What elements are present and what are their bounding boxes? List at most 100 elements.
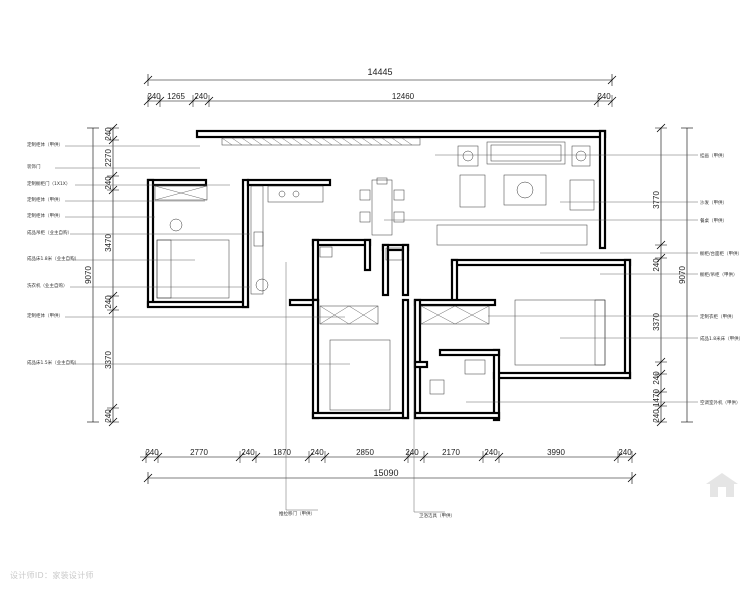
wall-lowroom-left xyxy=(311,298,320,420)
house-logo-icon xyxy=(706,473,738,497)
bottom-total-dimension: 15090 xyxy=(373,468,398,478)
armchair-right xyxy=(571,145,591,167)
wall-master-top xyxy=(450,258,632,267)
kitchen-counter xyxy=(250,185,264,295)
toilet xyxy=(319,246,333,258)
right-note-2: 餐桌（甲供） xyxy=(700,217,727,224)
bottom-dim-5: 2850 xyxy=(356,448,374,457)
bottom-dim-4: 240 xyxy=(310,448,324,457)
wardrobe-b xyxy=(319,305,379,325)
bed-1.8 xyxy=(156,239,230,299)
bathtub xyxy=(464,359,486,375)
left-notes: 定制柜体（甲供） 装饰门 定制橱柜门（1X1X） 定制柜体（甲供） 定制柜体（甲… xyxy=(27,141,79,366)
right-note-0: 挂画（甲供） xyxy=(700,152,727,159)
bedside-table xyxy=(169,218,183,232)
wall-master-right xyxy=(623,258,632,380)
left-note-3: 定制柜体（甲供） xyxy=(27,196,63,203)
right-note-6: 成品1.8米床（甲供） xyxy=(700,335,743,342)
bottom-dim-6: 240 xyxy=(405,448,419,457)
wall-bath2-bottom xyxy=(413,411,501,420)
bottom-notes: 推拉移门（甲供） 卫浴洁具（甲供） xyxy=(279,262,455,519)
wall-bedroom-right xyxy=(241,178,250,309)
top-dim-0: 240 xyxy=(147,92,161,101)
right-note-5: 定制衣柜（甲供） xyxy=(700,313,736,320)
right-notes: 挂画（甲供） 沙发（甲供） 餐桌（甲供） 橱柜/台面柜（甲供） 橱柜/吊柜（甲供… xyxy=(700,152,743,406)
leader-lines xyxy=(55,145,698,403)
right-note-4: 橱柜/吊柜（甲供） xyxy=(700,271,738,278)
bottom-dim-9: 3990 xyxy=(547,448,565,457)
left-note-5: 成品吊柜（业主自购） xyxy=(27,229,72,236)
right-dimension-chain: 3770 240 3370 240 1470 240 9070 xyxy=(652,123,693,427)
wall-master-leftstub xyxy=(450,258,459,307)
wardrobe-c xyxy=(420,305,490,325)
wall-bath-right xyxy=(363,238,372,272)
master-bed xyxy=(514,299,606,366)
wall-bath-left xyxy=(311,238,320,302)
stove xyxy=(267,185,324,203)
wall-bath-top xyxy=(311,238,372,247)
wall-bedroom-top xyxy=(146,178,208,187)
right-dim-2: 3370 xyxy=(652,313,661,331)
wall-bedroom-bottom xyxy=(146,300,250,309)
right-dim-1: 240 xyxy=(652,258,661,272)
top-dimension-chain: 14445 240 1265 240 12460 240 xyxy=(143,67,617,107)
right-dim-5: 240 xyxy=(652,409,661,423)
top-dim-2: 240 xyxy=(194,92,208,101)
wall-closet-top xyxy=(413,298,497,307)
niche-sink xyxy=(385,247,403,261)
bottom-dim-0: 240 xyxy=(145,448,159,457)
furniture xyxy=(154,137,606,411)
sofa xyxy=(486,141,566,165)
left-dim-3: 3470 xyxy=(104,234,113,252)
bed-1.5 xyxy=(329,339,391,411)
right-note-1: 沙发（甲供） xyxy=(700,199,727,206)
washing-machine xyxy=(255,278,269,292)
left-dimension-chain: 9070 240 2270 240 3470 240 3370 240 xyxy=(84,123,119,427)
right-dim-0: 3770 xyxy=(652,191,661,209)
bottom-note-0: 推拉移门（甲供） xyxy=(279,510,315,517)
left-note-7: 洗衣机（业主自购） xyxy=(27,282,68,289)
top-total-dimension: 14445 xyxy=(367,67,392,77)
right-total-dimension: 9070 xyxy=(678,266,687,284)
right-note-3: 橱柜/台面柜（甲供） xyxy=(700,250,742,257)
left-note-9: 成品床1.5米（业主自购） xyxy=(27,359,79,366)
bottom-dimension-chain: 240 2770 240 1870 240 2850 240 2170 240 … xyxy=(140,448,637,484)
watermark-text: 设计师ID：家装设计师 xyxy=(10,571,94,580)
bottom-dim-8: 240 xyxy=(484,448,498,457)
bottom-dim-3: 1870 xyxy=(273,448,291,457)
bottom-dim-10: 240 xyxy=(618,448,632,457)
wall-lowroom-right xyxy=(401,298,410,420)
top-dim-4: 240 xyxy=(597,92,611,101)
top-dim-1: 1265 xyxy=(167,92,185,101)
bottom-dim-1: 2770 xyxy=(190,448,208,457)
right-dim-3: 240 xyxy=(652,371,661,385)
bottom-note-1: 卫浴洁具（甲供） xyxy=(419,512,455,519)
walls xyxy=(146,129,632,422)
wall-bath2-top xyxy=(438,348,501,357)
tv-cabinet xyxy=(436,224,588,246)
wall-lowroom-bottom xyxy=(311,411,410,420)
coffee-table xyxy=(503,174,547,206)
left-note-0: 定制柜体（甲供） xyxy=(27,141,63,148)
top-dim-3: 12460 xyxy=(392,92,415,101)
left-note-2: 定制橱柜门（1X1X） xyxy=(27,180,70,187)
left-note-1: 装饰门 xyxy=(27,163,41,170)
left-dim-0: 240 xyxy=(104,127,113,141)
right-dim-4: 1470 xyxy=(652,389,661,407)
wardrobe-a xyxy=(154,185,208,201)
armchair-south xyxy=(569,179,595,211)
bottom-dim-2: 240 xyxy=(241,448,255,457)
left-note-6: 成品床1.8米（业主自购） xyxy=(27,255,79,262)
left-note-8: 定制柜体（甲供） xyxy=(27,312,63,319)
wall-bath2-stub xyxy=(413,360,429,369)
right-note-7: 空调室外机（甲供） xyxy=(700,399,741,406)
top-cabinet xyxy=(221,137,421,146)
left-note-4: 定制柜体（甲供） xyxy=(27,212,63,219)
left-dim-4: 240 xyxy=(104,295,113,309)
wall-bath2-left xyxy=(413,298,422,420)
left-dim-6: 240 xyxy=(104,409,113,423)
wall-niche-left xyxy=(381,243,390,297)
left-dim-2: 240 xyxy=(104,176,113,190)
left-dim-5: 3370 xyxy=(104,351,113,369)
dining-table xyxy=(371,179,393,236)
